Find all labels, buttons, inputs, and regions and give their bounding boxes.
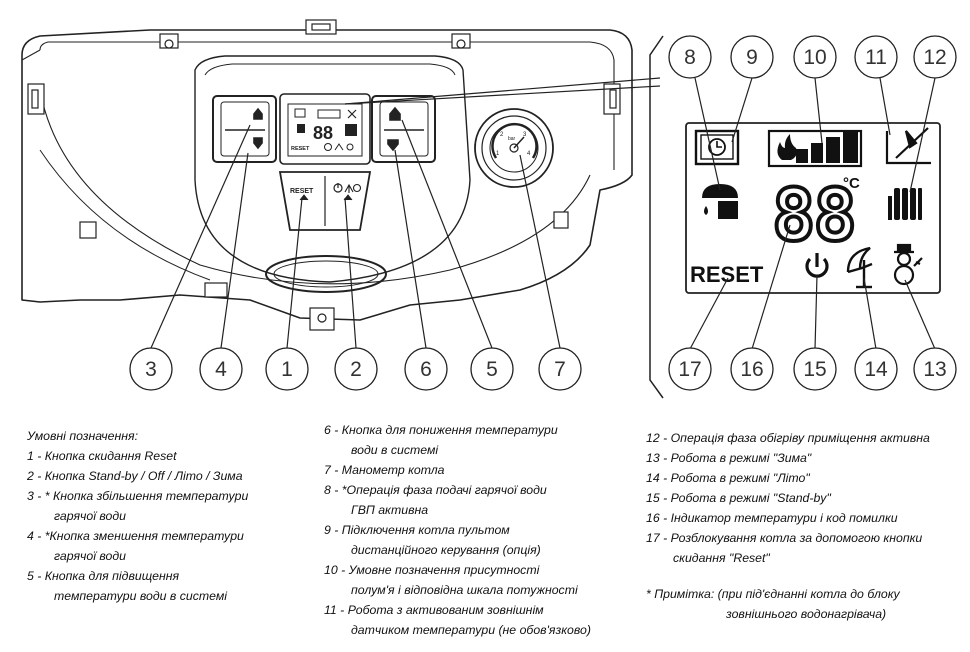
legend-column-2: 6 - Кнопка для пониження температури вод… xyxy=(324,420,591,640)
gauge-tick-2: 2 xyxy=(500,132,504,138)
legend-item-7: 7 - Манометр котла xyxy=(324,463,445,477)
gauge-tick-3: 3 xyxy=(523,132,527,138)
callout-10: 10 xyxy=(803,46,826,69)
panel-lcd-reset-text: RESET xyxy=(291,146,310,152)
legend-item-4: 4 - *Кнопка зменшення температури xyxy=(27,529,244,543)
panel-lcd-digits: 88 xyxy=(313,123,333,143)
callout-1: 1 xyxy=(281,358,293,381)
lcd-display: 88 °C RESET xyxy=(685,122,941,294)
legend-item-4-cont: гарячої води xyxy=(54,549,127,563)
legend-item-13: 13 - Робота в режимі "Зима" xyxy=(646,451,812,465)
lcd-reset-text: RESET xyxy=(690,262,764,287)
legend-item-8: 8 - *Операція фаза подачі гарячої води xyxy=(324,483,547,497)
callout-11: 11 xyxy=(865,46,887,69)
callout-lines xyxy=(150,77,936,350)
legend-item-17: 17 - Розблокування котла за допомогою кн… xyxy=(646,531,923,545)
legend-item-11-cont: датчиком температури (не обов'язково) xyxy=(351,623,591,637)
legend-item-10-cont: полум'я і відповідна шкала потужності xyxy=(351,583,578,597)
legend-item-8-cont: ГВП активна xyxy=(351,503,429,517)
callout-4: 4 xyxy=(215,358,227,381)
winter-mode-icon xyxy=(893,243,923,286)
legend-item-9-cont: дистанційного керування (опція) xyxy=(351,543,541,557)
callout-2: 2 xyxy=(350,358,362,381)
status-window xyxy=(265,255,387,293)
lcd-temperature-unit: °C xyxy=(843,175,860,192)
legend-item-16: 16 - Індикатор температури і код помилки xyxy=(646,511,898,525)
gauge-unit: bar xyxy=(508,136,516,142)
legend-title: Умовні позначення: xyxy=(27,429,139,443)
pressure-gauge: bar 1 2 3 4 xyxy=(474,108,554,188)
boiler-diagram: 88 RESET RESET bar 1 2 3 xyxy=(21,19,957,399)
legend-item-3-cont: гарячої води xyxy=(54,509,127,523)
legend-item-2: 2 - Кнопка Stand-by / Off / Літо / Зима xyxy=(27,469,243,483)
reset-button-label: RESET xyxy=(290,188,314,195)
panel-lcd: 88 RESET xyxy=(279,93,371,165)
gauge-tick-1: 1 xyxy=(496,151,500,157)
callout-8: 8 xyxy=(684,46,696,69)
legend-item-5: 5 - Кнопка для підвищення xyxy=(27,569,180,583)
summer-mode-icon xyxy=(846,246,873,289)
callout-15: 15 xyxy=(803,358,826,381)
callout-16: 16 xyxy=(740,358,763,381)
legend-item-14: 14 - Робота в режимі "Літо" xyxy=(646,471,810,485)
legend-note: * Примітка: (при під'єднанні котла до бл… xyxy=(646,587,900,601)
legend-item-3: 3 - * Кнопка збільшення температури xyxy=(27,489,249,503)
legend-item-5-cont: температури води в системі xyxy=(54,589,227,603)
gauge-tick-4: 4 xyxy=(527,151,531,157)
callout-14: 14 xyxy=(864,358,888,381)
hot-water-tap-icon xyxy=(702,184,738,219)
housing-hinges xyxy=(27,19,621,331)
legend-item-9: 9 - Підключення котла пультом xyxy=(324,523,510,537)
dhw-button-group xyxy=(212,95,277,163)
control-panel xyxy=(194,55,471,283)
legend-column-1: Умовні позначення: 1 - Кнопка скидання R… xyxy=(27,426,248,606)
legend-item-6-cont: води в системі xyxy=(351,443,439,457)
callout-13: 13 xyxy=(923,358,946,381)
legend-item-17-cont: скидання "Reset" xyxy=(673,551,770,565)
legend-item-10: 10 - Умовне позначення присутності xyxy=(324,563,540,577)
legend-item-12: 12 - Операція фаза обігріву приміщення а… xyxy=(646,431,930,445)
dhw-temp-up-button[interactable] xyxy=(221,102,269,129)
callout-7: 7 xyxy=(554,358,566,381)
remote-control-icon xyxy=(694,129,740,166)
legend-item-6: 6 - Кнопка для пониження температури xyxy=(324,423,558,437)
flame-power-icon xyxy=(767,129,863,168)
detail-divider xyxy=(649,35,664,399)
callout-3: 3 xyxy=(145,358,157,381)
heating-temp-down-button[interactable] xyxy=(380,131,428,156)
radiator-icon xyxy=(888,188,922,220)
callout-12: 12 xyxy=(923,46,946,69)
dhw-temp-down-button[interactable] xyxy=(221,131,269,156)
legend-note-cont: зовнішнього водонагрівача) xyxy=(726,607,887,621)
legend-column-3: 12 - Операція фаза обігріву приміщення а… xyxy=(646,428,930,624)
legend-item-1: 1 - Кнопка скидання Reset xyxy=(27,449,177,463)
callout-6: 6 xyxy=(420,358,432,381)
callout-circles xyxy=(129,35,957,391)
legend-item-11: 11 - Робота з активованим зовнішнім xyxy=(324,603,544,617)
legend-item-15: 15 - Робота в режимі "Stand-by" xyxy=(646,491,831,505)
lower-buttons xyxy=(278,171,372,231)
callout-5: 5 xyxy=(486,358,498,381)
lcd-temperature-digits: 88 xyxy=(772,173,855,257)
heating-button-group xyxy=(371,95,436,163)
callout-9: 9 xyxy=(746,46,758,69)
callout-17: 17 xyxy=(678,358,701,381)
callout-numbers: 3 4 1 2 6 5 7 8 9 10 11 12 17 16 15 14 1… xyxy=(145,46,947,381)
